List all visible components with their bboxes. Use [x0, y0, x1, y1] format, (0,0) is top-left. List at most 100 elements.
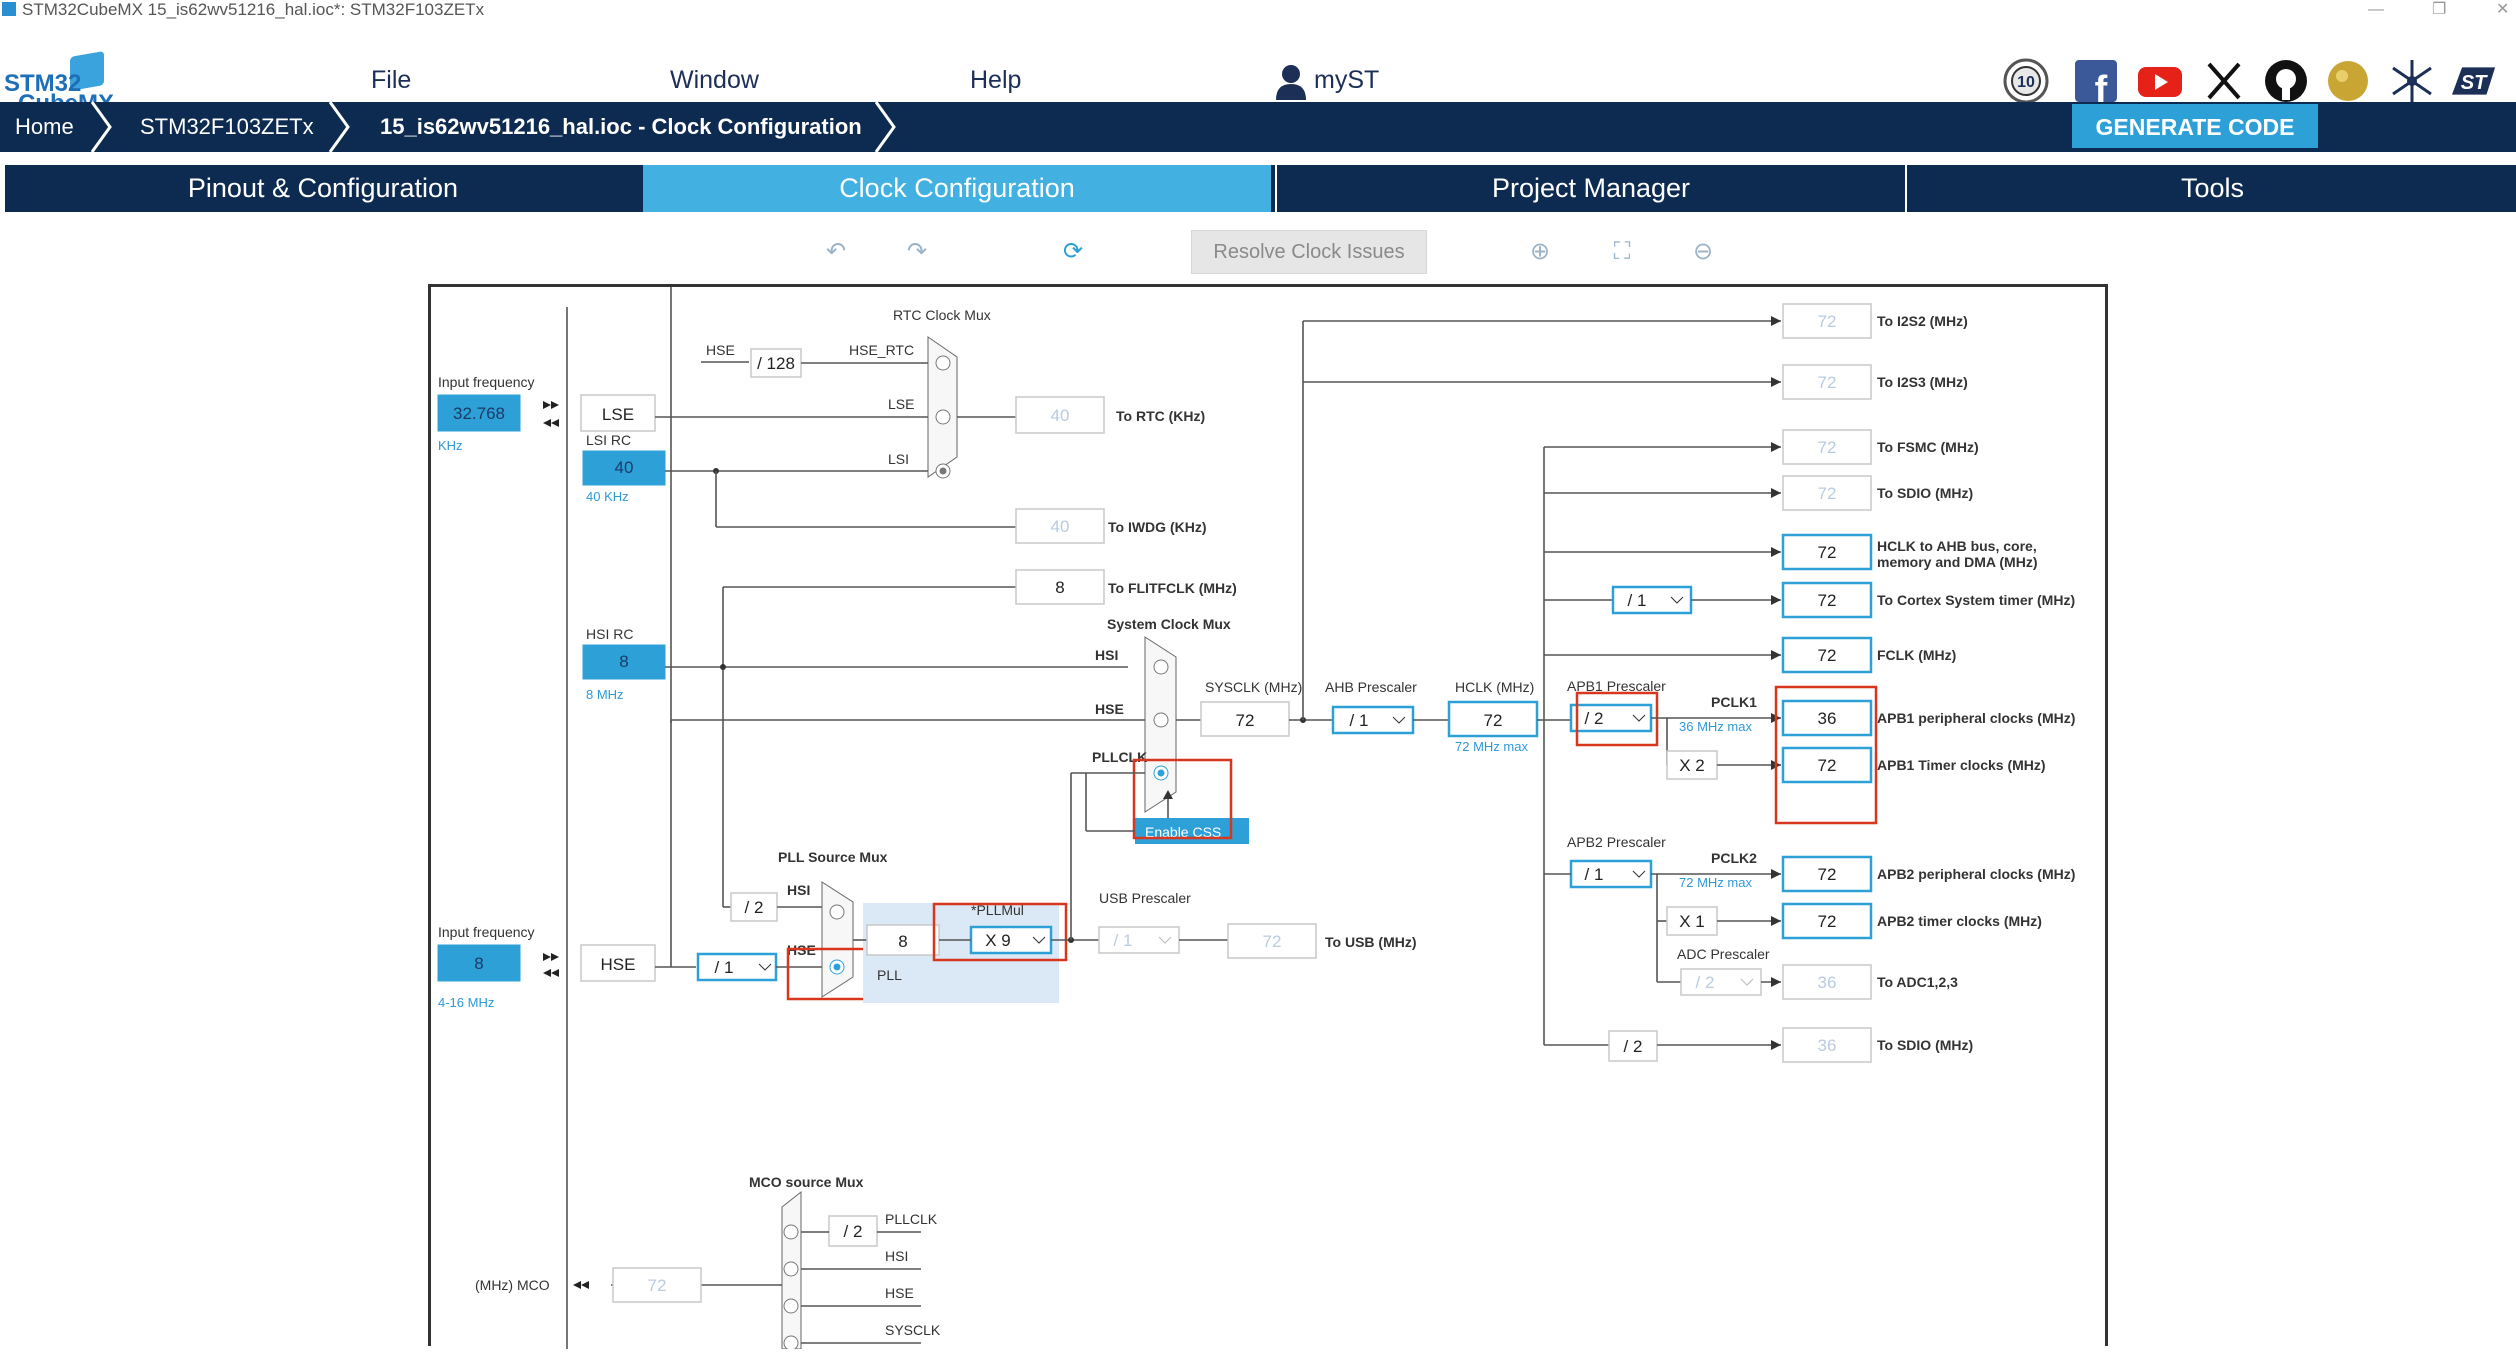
- mco-hsi-label: HSI: [885, 1248, 908, 1264]
- lsi-unit-label: 40 KHz: [586, 489, 629, 504]
- sysclk-mux-highlight: [1132, 758, 1233, 840]
- apb2-prescaler-select[interactable]: [1569, 859, 1653, 889]
- hclk-input[interactable]: [1447, 700, 1539, 738]
- network-icon[interactable]: [2389, 58, 2435, 104]
- pllmul-highlight: [932, 902, 1068, 962]
- output-arrow: [1771, 869, 1781, 879]
- badge-10-icon[interactable]: 10: [2003, 58, 2049, 104]
- hsi-div2-box: [730, 892, 778, 922]
- sysclk-value: 72: [1236, 711, 1255, 730]
- minimize-icon[interactable]: —: [2368, 1, 2384, 18]
- output-value: 72: [1818, 865, 1837, 884]
- zoom-in-icon[interactable]: ⊕: [1529, 238, 1551, 265]
- output-label: To SDIO (MHz): [1877, 485, 1973, 501]
- menu-bar: STM32 CubeMX File Window Help myST 10 f …: [0, 20, 2516, 116]
- tab-tools[interactable]: Tools: [1905, 165, 2516, 212]
- crumb-device[interactable]: STM32F103ZETx: [140, 114, 314, 139]
- st-logo-icon[interactable]: ST: [2452, 58, 2498, 104]
- menu-window[interactable]: Window: [670, 66, 759, 94]
- zoom-out-icon[interactable]: ⊖: [1692, 238, 1714, 265]
- tab-pinout[interactable]: Pinout & Configuration: [5, 165, 641, 212]
- hse-frequency-value: 8: [474, 954, 483, 973]
- generate-code-button[interactable]: GENERATE CODE: [2072, 104, 2318, 148]
- hse-rtc-label: HSE_RTC: [849, 342, 914, 358]
- output-value: 72: [1818, 438, 1837, 457]
- sdio-div2-box: [1608, 1030, 1658, 1062]
- tab-clock-configuration[interactable]: Clock Configuration: [643, 165, 1271, 212]
- sysmux-hse-label: HSE: [1095, 701, 1124, 717]
- x-icon[interactable]: [2201, 58, 2247, 104]
- crumb-project[interactable]: 15_is62wv51216_hal.ioc - Clock Configura…: [380, 114, 862, 139]
- menu-file[interactable]: File: [371, 66, 412, 94]
- redo-icon[interactable]: ↷: [906, 238, 928, 265]
- output-value: 72: [1818, 373, 1837, 392]
- facebook-icon[interactable]: f: [2073, 58, 2119, 104]
- refresh-icon[interactable]: ⟳: [1062, 238, 1084, 265]
- youtube-icon[interactable]: [2137, 58, 2183, 104]
- sysclk-hsi-radio[interactable]: [1153, 659, 1169, 675]
- rtc-lsi-label: LSI: [888, 451, 909, 467]
- ahb-prescaler-label: AHB Prescaler: [1325, 679, 1417, 695]
- output-value-box: [1782, 964, 1872, 1000]
- pll-source-mux-label: PLL Source Mux: [778, 849, 888, 865]
- undo-icon[interactable]: ↶: [825, 238, 847, 265]
- chevron-right-icon: [328, 102, 350, 152]
- pllsrc-hsi-radio[interactable]: [829, 904, 845, 920]
- pllmul-select[interactable]: [969, 925, 1053, 955]
- lse-input-frequency-label: Input frequency: [438, 374, 535, 390]
- ahb-prescaler-select[interactable]: [1331, 705, 1415, 735]
- tab-project-manager[interactable]: Project Manager: [1275, 165, 1905, 212]
- chevron-right-icon: [874, 102, 896, 152]
- user-icon[interactable]: [1274, 64, 1308, 100]
- menu-myst[interactable]: myST: [1314, 66, 1380, 94]
- pll-input-value: 8: [898, 932, 907, 951]
- lse-frequency-input[interactable]: [437, 394, 521, 432]
- lsi-rc-value: 40: [615, 458, 634, 477]
- lse-block: [580, 394, 656, 432]
- close-icon[interactable]: ✕: [2496, 1, 2510, 18]
- mco-hsi-radio[interactable]: [783, 1261, 799, 1277]
- pclk2-max-label: 72 MHz max: [1679, 875, 1752, 890]
- community-icon[interactable]: [2325, 58, 2371, 104]
- adc-prescaler-select[interactable]: [1680, 968, 1762, 996]
- output-value: 72: [1818, 312, 1837, 331]
- hse-frequency-input[interactable]: [437, 944, 521, 982]
- output-value: 36: [1818, 1036, 1837, 1055]
- chevron-down-icon: [1032, 936, 1046, 944]
- sysclk-label: SYSCLK (MHz): [1205, 679, 1302, 695]
- output-arrow: [1771, 1040, 1781, 1050]
- sysclk-hse-radio[interactable]: [1153, 712, 1169, 728]
- rtc-output-value: 40: [1051, 406, 1070, 425]
- rtc-mux-hse-radio[interactable]: [935, 355, 951, 371]
- github-icon[interactable]: [2263, 58, 2309, 104]
- apb1-highlight: [1575, 691, 1659, 747]
- crumb-home[interactable]: Home: [15, 114, 74, 139]
- svg-text:ST: ST: [2461, 72, 2488, 94]
- mco-pllclk-radio[interactable]: [783, 1224, 799, 1240]
- mco-sysclk-radio[interactable]: [783, 1335, 799, 1349]
- hse-block: [580, 944, 656, 982]
- output-label: To I2S3 (MHz): [1877, 374, 1968, 390]
- apb1-prescaler-select[interactable]: [1569, 703, 1653, 733]
- usb-prescaler-select[interactable]: [1098, 926, 1180, 954]
- sysmux-hsi-label: HSI: [1095, 647, 1118, 663]
- lse-unit-label: KHz: [438, 438, 463, 453]
- fit-icon[interactable]: ⛶: [1613, 238, 1631, 265]
- rtc-mux-lse-radio[interactable]: [935, 409, 951, 425]
- menu-help[interactable]: Help: [970, 66, 1022, 94]
- output-value: 72: [1818, 756, 1837, 775]
- resolve-clock-issues-button[interactable]: Resolve Clock Issues: [1191, 230, 1427, 274]
- hclk-label: HCLK (MHz): [1455, 679, 1534, 695]
- output-value-box: [1782, 475, 1872, 511]
- mco-hse-radio[interactable]: [783, 1298, 799, 1314]
- pllmul-value: X 9: [985, 931, 1011, 950]
- cortex-timer-div-value: / 1: [1628, 591, 1647, 610]
- hse-prediv-select[interactable]: [696, 952, 778, 982]
- lsi-rc-box: [582, 450, 666, 486]
- pllmul-label: *PLLMul: [971, 902, 1024, 918]
- pll-label: PLL: [877, 967, 902, 983]
- restore-icon[interactable]: ❐: [2432, 1, 2447, 18]
- rtc-hse-label: HSE: [706, 342, 735, 358]
- output-value: 72: [1818, 543, 1837, 562]
- rtc-mux-label: RTC Clock Mux: [893, 307, 991, 323]
